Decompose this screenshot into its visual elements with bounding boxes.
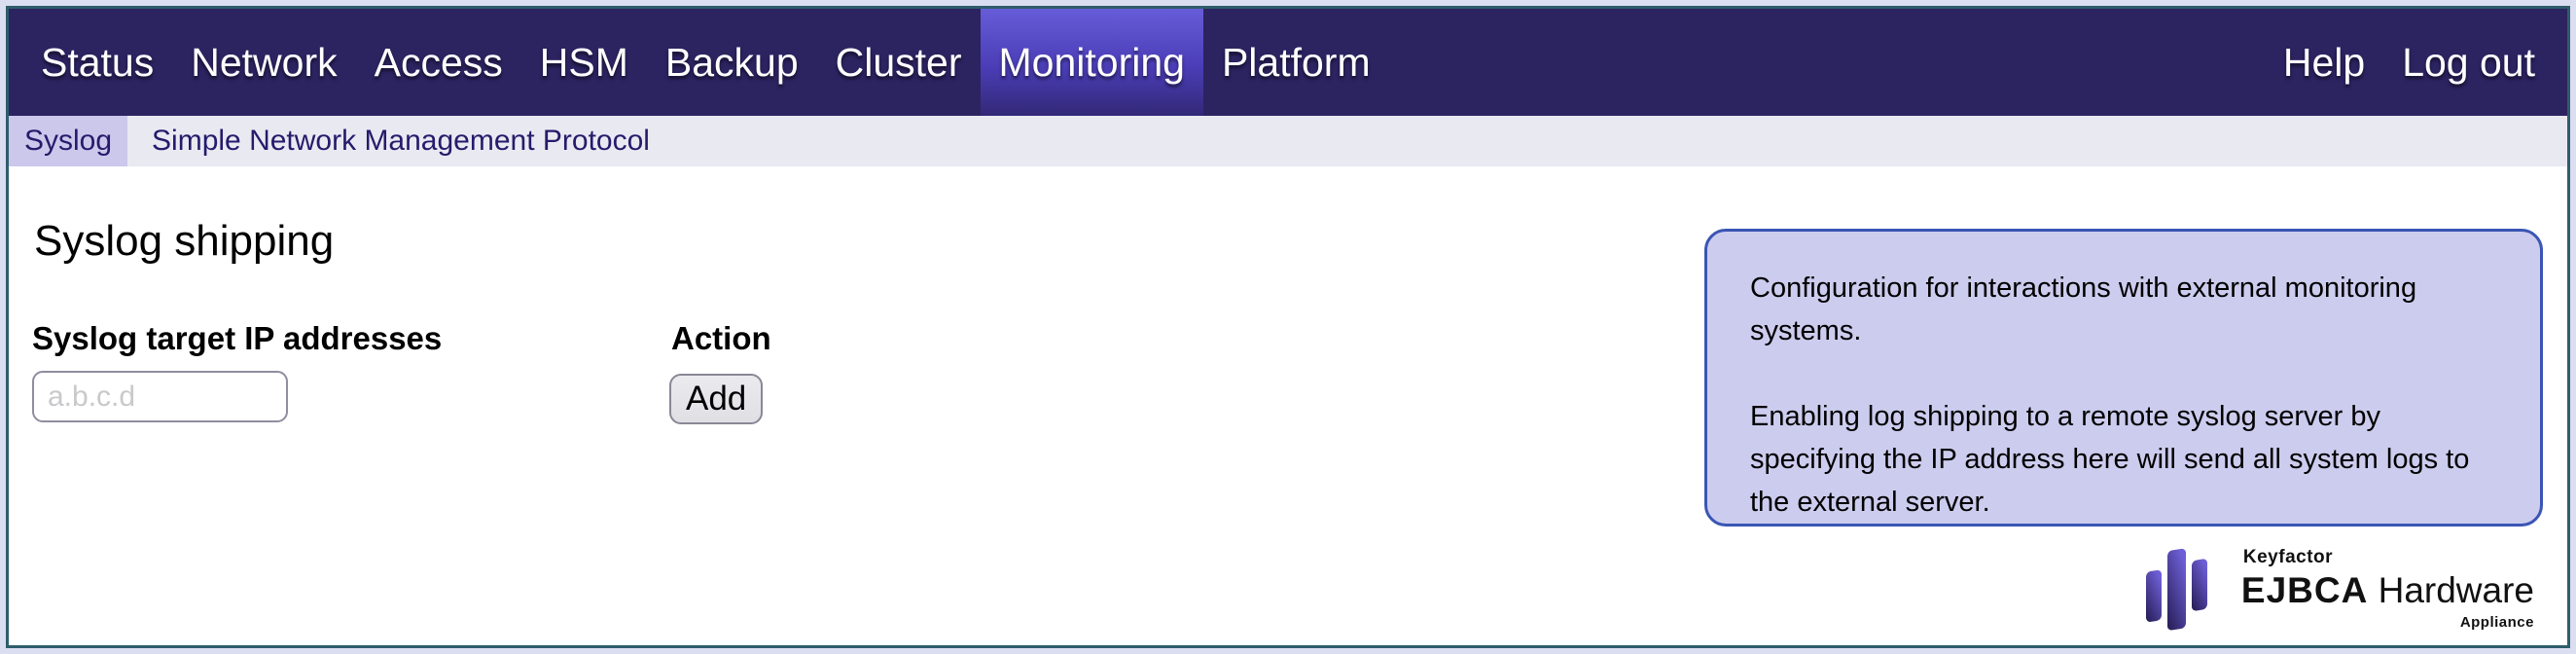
app-window: Status Network Access HSM Backup Cluster… — [6, 6, 2570, 648]
top-navigation: Status Network Access HSM Backup Cluster… — [9, 9, 2567, 116]
logo-product-bold: EJBCA — [2240, 570, 2369, 610]
nav-item-hsm[interactable]: HSM — [539, 39, 628, 85]
syslog-target-ip-label: Syslog target IP addresses — [32, 320, 443, 356]
info-paragraph-2: Enabling log shipping to a remote syslog… — [1750, 401, 2470, 518]
nav-item-cluster[interactable]: Cluster — [835, 39, 962, 85]
logo-suffix: Appliance — [2459, 614, 2534, 631]
sub-navigation: Syslog Simple Network Management Protoco… — [9, 116, 2567, 166]
action-column-label: Action — [671, 320, 771, 356]
nav-item-logout[interactable]: Log out — [2402, 39, 2535, 85]
nav-item-status[interactable]: Status — [41, 39, 155, 85]
logo-product-regular — [2368, 570, 2378, 610]
nav-item-platform[interactable]: Platform — [1221, 39, 1371, 85]
keyfactor-ejbca-logo: Keyfactor EJBCA Hardware Appliance — [2144, 544, 2534, 634]
info-panel: Configuration for interactions with exte… — [1704, 229, 2543, 527]
logo-product-name: EJBCA Hardware — [2241, 570, 2534, 611]
nav-item-help[interactable]: Help — [2282, 39, 2366, 85]
subnav-item-snmp[interactable]: Simple Network Management Protocol — [152, 125, 650, 157]
info-paragraph-1: Configuration for interactions with exte… — [1750, 272, 2417, 346]
add-button[interactable]: Add — [669, 374, 764, 424]
main-content: Syslog shipping Syslog target IP address… — [9, 166, 2567, 645]
syslog-ip-input[interactable] — [32, 371, 288, 422]
nav-item-access[interactable]: Access — [374, 39, 503, 85]
nav-item-network[interactable]: Network — [191, 39, 338, 85]
logo-product-regular-text: Hardware — [2378, 570, 2534, 610]
nav-item-monitoring[interactable]: Monitoring — [980, 9, 1203, 116]
subnav-item-syslog[interactable]: Syslog — [9, 116, 128, 166]
logo-text-block: Keyfactor EJBCA Hardware Appliance — [2241, 547, 2534, 631]
nav-item-backup[interactable]: Backup — [664, 39, 799, 85]
page-title: Syslog shipping — [34, 217, 335, 265]
nav-spacer — [1389, 9, 2265, 116]
keyfactor-bars-icon — [2145, 548, 2207, 631]
logo-brand-name: Keyfactor — [2242, 547, 2334, 567]
